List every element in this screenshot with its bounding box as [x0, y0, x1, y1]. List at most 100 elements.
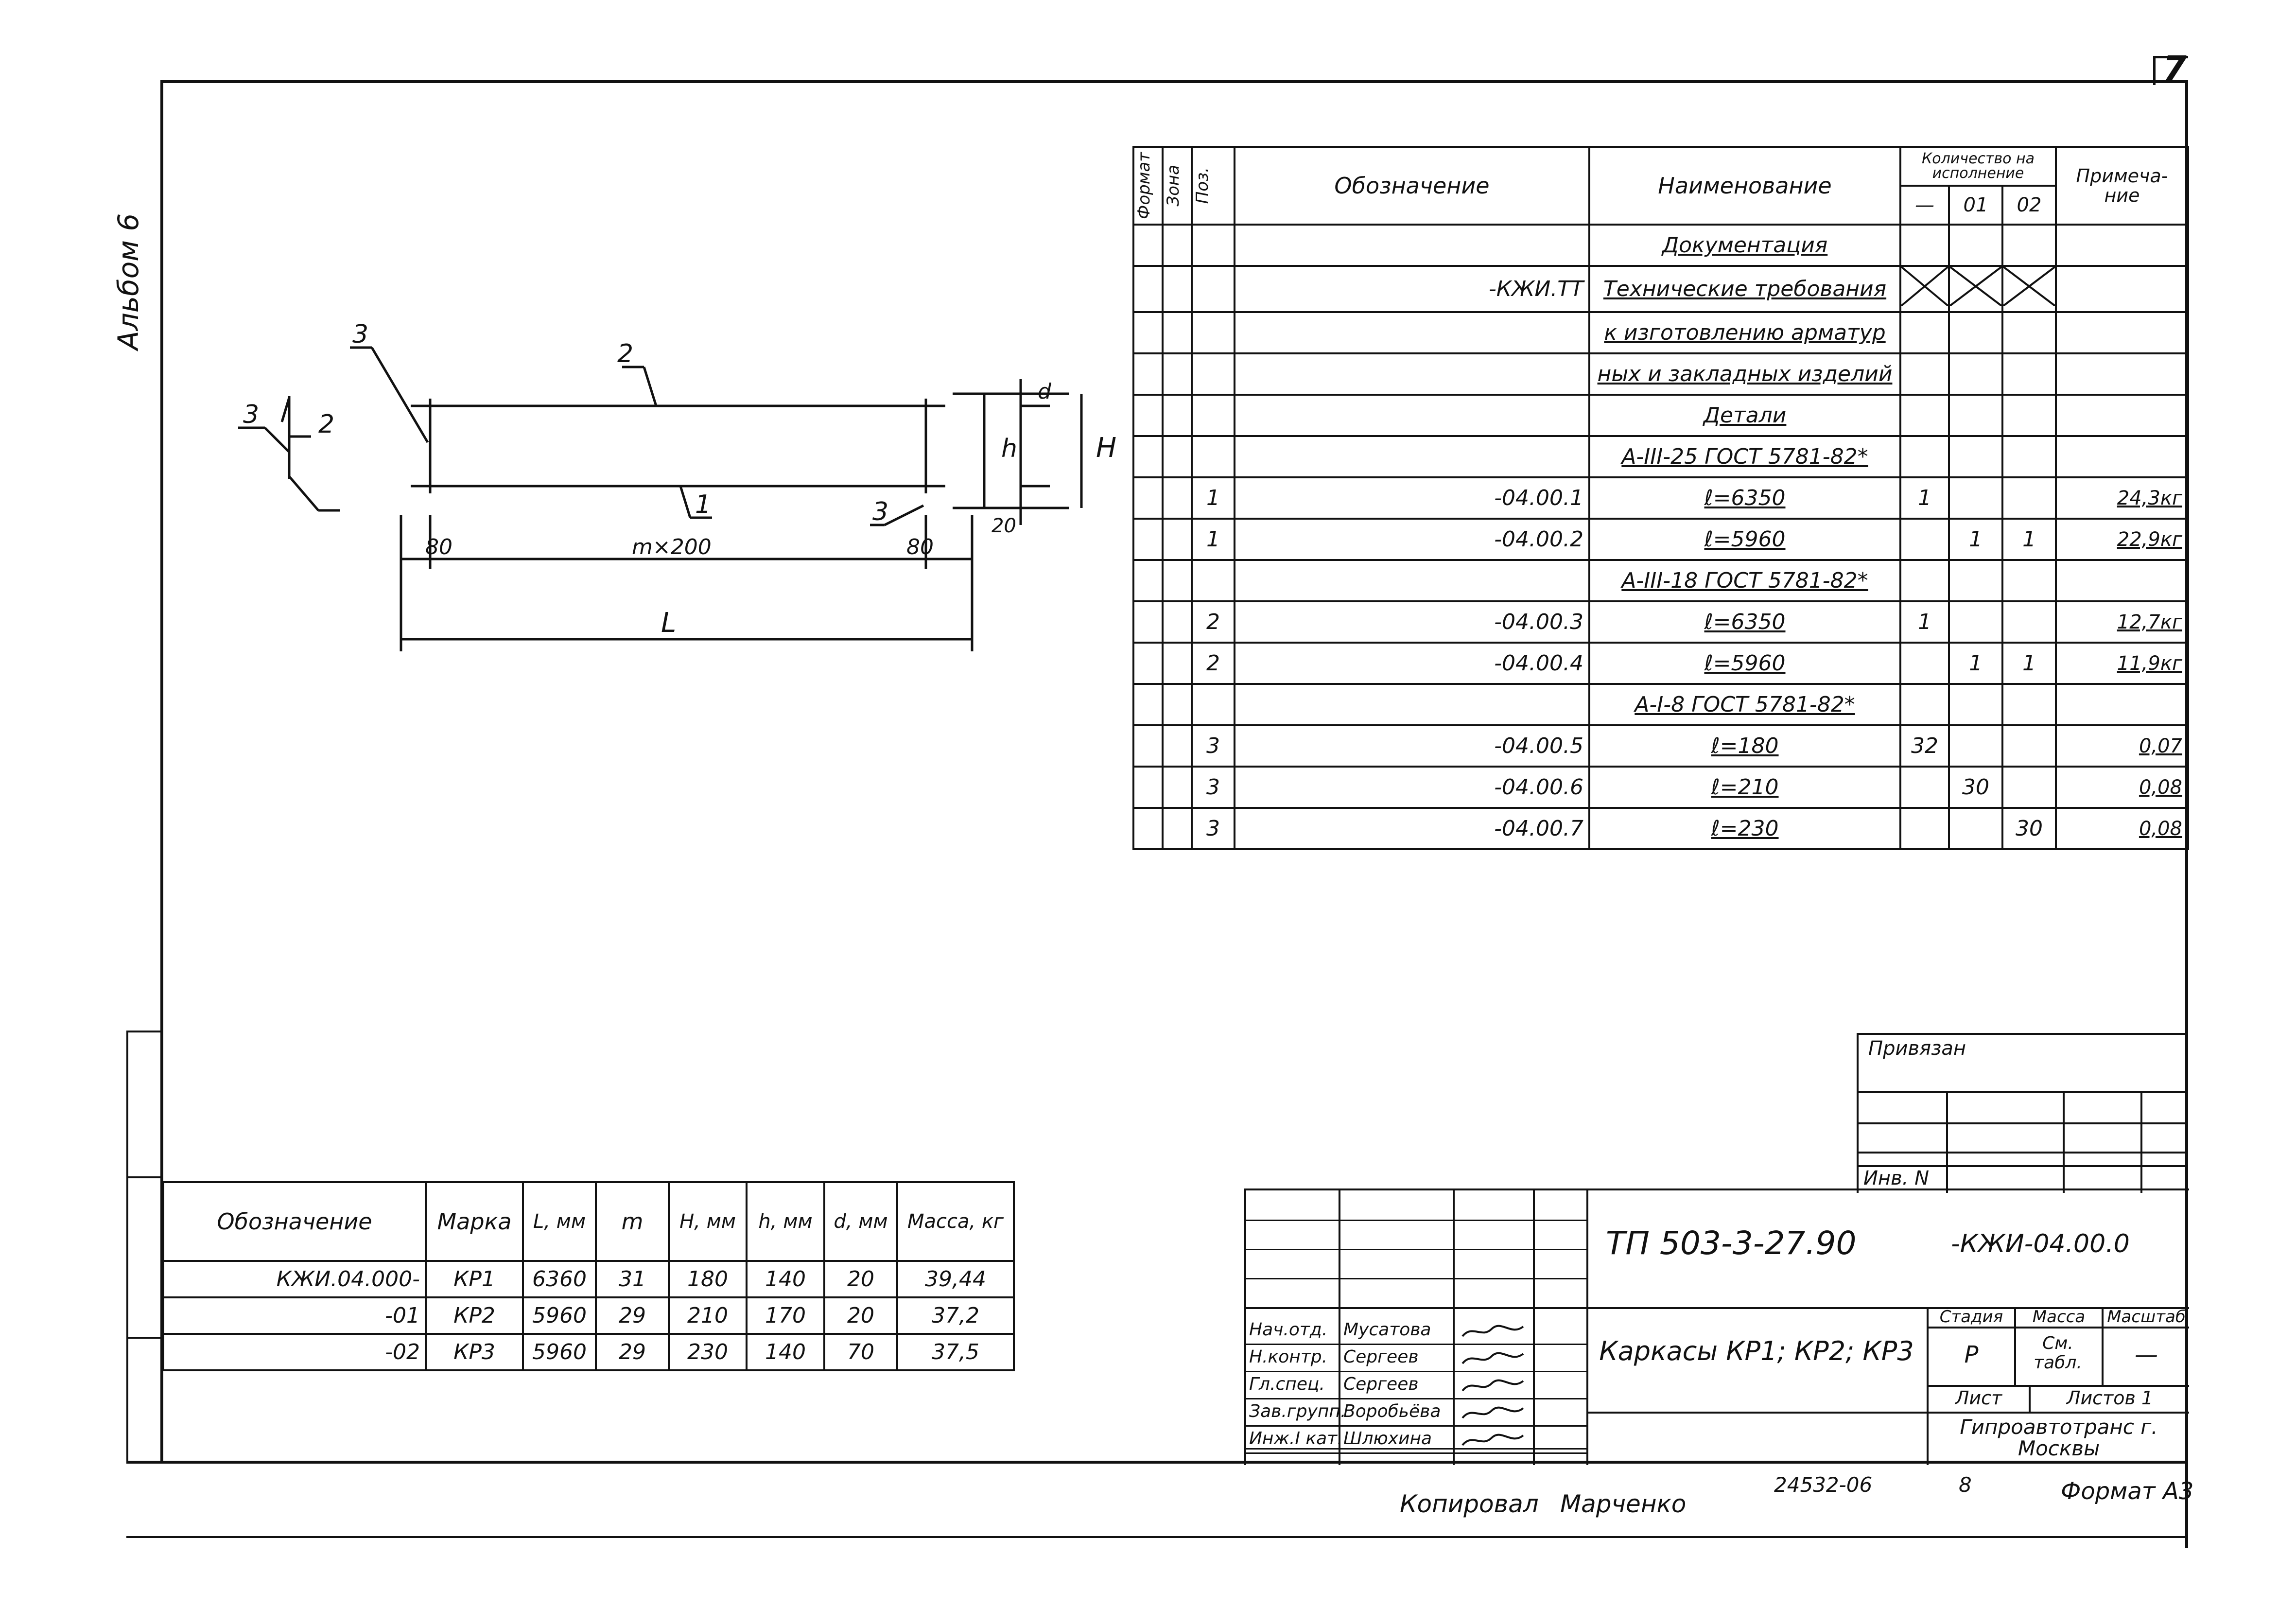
spec-cell-format: [1132, 724, 1164, 768]
staff-name: Сергеев: [1343, 1347, 1419, 1367]
tb-h4: [1246, 1307, 2189, 1309]
spec-cell-name: ℓ=5960: [1588, 642, 1901, 685]
spec-cell-q2: [2001, 559, 2057, 602]
spec-cell-q2: [2001, 394, 2057, 437]
spec-cell-designation: -04.00.4: [1234, 642, 1590, 685]
spec-row: к изготовлению арматур: [1132, 311, 2189, 354]
binding-inv: Инв. N: [1863, 1167, 1929, 1189]
spec-cell-designation: [1234, 394, 1590, 437]
marks-cell: 31: [595, 1260, 670, 1298]
marks-header-mark: Марка: [425, 1181, 524, 1262]
spec-cell-zone: [1162, 518, 1193, 561]
spec-cell-designation: [1234, 683, 1590, 726]
marks-cell: 6360: [522, 1260, 597, 1298]
spec-cell-q2: 1: [2001, 642, 2057, 685]
marks-cell: 37,5: [896, 1333, 1015, 1371]
spec-cell-name: Документация: [1588, 224, 1901, 267]
staff-role: Инж.I кат.: [1249, 1429, 1343, 1449]
binding-h2: [1859, 1122, 2187, 1124]
binding-strip-h1: [126, 1031, 162, 1032]
dim-80-right: 80: [906, 535, 934, 559]
spec-row: Детали: [1132, 394, 2189, 437]
spec-cell-zone: [1162, 559, 1193, 602]
staff-row: Зав.групп.Воробьёва: [1246, 1399, 1586, 1427]
callout-1-section: 1: [326, 311, 342, 317]
spec-cell-pos: [1191, 224, 1235, 267]
spec-cell-q1: [1948, 265, 2003, 313]
marks-cell: -02: [162, 1333, 427, 1371]
dim-H-label: H: [1096, 432, 1116, 464]
dim-20-label: 20: [991, 515, 1016, 537]
marks-cell: 5960: [522, 1333, 597, 1371]
main-leader-2: [643, 367, 658, 406]
spec-cell-designation: -04.00.6: [1234, 766, 1590, 809]
marks-cell: КР2: [425, 1296, 524, 1335]
tb-v-sign: [1533, 1190, 1535, 1465]
tb-sheets-label: Листов 1: [2066, 1387, 2154, 1409]
marks-cell: 170: [746, 1296, 825, 1335]
spec-cell-format: [1132, 559, 1164, 602]
tb-title: Каркасы КР1; КР2; КР3: [1599, 1336, 1914, 1366]
tb-h-sheet: [1927, 1385, 2189, 1387]
spec-cell-note: 0,08: [2055, 807, 2189, 850]
spec-cell-designation: -04.00.5: [1234, 724, 1590, 768]
spec-cell-format: [1132, 476, 1164, 520]
spec-cell-format: [1132, 352, 1164, 396]
spec-cell-pos: 2: [1191, 642, 1235, 685]
spec-header-name: Наименование: [1588, 146, 1901, 226]
marks-cell: КР1: [425, 1260, 524, 1298]
staff-name: Шлюхина: [1343, 1429, 1432, 1449]
spec-cell-zone: [1162, 311, 1193, 354]
spec-cell-note: [2055, 265, 2189, 313]
staff-name: Сергеев: [1343, 1374, 1419, 1394]
spec-cell-name: ℓ=230: [1588, 807, 1901, 850]
spec-cell-pos: 2: [1191, 600, 1235, 644]
dim-L-label: L: [661, 607, 676, 639]
marks-cell: 5960: [522, 1296, 597, 1335]
marks-header-row: Обозначение Марка L, мм m H, мм h, мм d,…: [162, 1181, 1015, 1262]
spec-cell-format: [1132, 807, 1164, 850]
binding-v1: [1946, 1091, 1948, 1193]
spec-cell-q0: [1899, 766, 1950, 809]
marks-cell: 70: [823, 1333, 898, 1371]
staff-name: Воробьёва: [1343, 1401, 1441, 1421]
signature-icon: [1460, 1322, 1528, 1343]
page-number-box-left: [2153, 56, 2156, 85]
footer-copier: Марченко: [1560, 1490, 1687, 1518]
cross-mark: [1951, 268, 2000, 307]
spec-cell-note: 0,07: [2055, 724, 2189, 768]
staff-row: Нач.отд.Мусатова: [1246, 1318, 1586, 1345]
staff-row: Н.контр.Сергеев: [1246, 1345, 1586, 1372]
spec-header-qty-02: 02: [2001, 185, 2057, 226]
binding-v3: [2140, 1091, 2142, 1193]
marks-header-mass: Масса, кг: [896, 1181, 1015, 1262]
spec-cell-format: [1132, 518, 1164, 561]
spec-cell-q0: [1899, 311, 1950, 354]
spec-cell-pos: 3: [1191, 807, 1235, 850]
marks-cell: -01: [162, 1296, 427, 1335]
spec-header-note: Примеча- ние: [2055, 146, 2189, 226]
marks-cell: 210: [668, 1296, 748, 1335]
spec-cell-note: [2055, 311, 2189, 354]
spec-cell-pos: 1: [1191, 476, 1235, 520]
spec-cell-q0: [1899, 559, 1950, 602]
spec-cell-q1: [1948, 476, 2003, 520]
frame-top: [160, 80, 2188, 83]
spec-cell-note: 12,7кг: [2055, 600, 2189, 644]
spec-cell-name: Детали: [1588, 394, 1901, 437]
spec-cell-q1: [1948, 352, 2003, 396]
spec-cell-q1: 1: [1948, 518, 2003, 561]
section-leader-1: [288, 475, 319, 511]
spec-cell-pos: [1191, 559, 1235, 602]
album-label: Альбом 6: [112, 213, 145, 350]
cross-mark: [2004, 268, 2054, 307]
frame-bottom: [126, 1461, 2188, 1464]
dim-d-label: d: [1038, 379, 1052, 404]
spec-cell-zone: [1162, 600, 1193, 644]
